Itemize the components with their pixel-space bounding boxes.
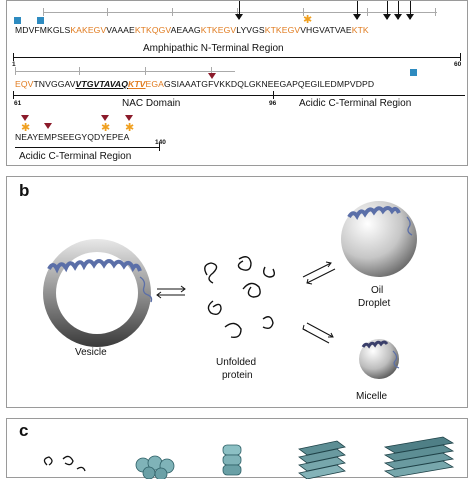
red-triangle-marker <box>21 115 29 121</box>
down-arrow <box>235 1 244 20</box>
residue-number-61: 61 <box>14 100 22 107</box>
residue-number-140: 140 <box>155 139 166 146</box>
seq-segment-nac-core: VTGVTAVAQ <box>75 79 129 89</box>
droplet-label: Droplet <box>358 298 390 309</box>
oil-label: Oil <box>371 285 383 296</box>
star-marker: ✱ <box>125 122 135 134</box>
ruler-tick <box>303 8 304 16</box>
seq-segment-repeat: KTV <box>128 79 146 89</box>
panel-a-sequence: ✱ MDVFMKGLSKAKEGVVAAAEKTKQGVAEAAGKTKEGVL… <box>6 0 468 166</box>
star-marker: ✱ <box>21 122 31 134</box>
residue-number-60: 60 <box>454 61 462 68</box>
region-bar-n-terminal <box>13 57 461 58</box>
star-marker: ✱ <box>303 14 313 26</box>
ruler-tick <box>107 8 108 16</box>
down-arrow <box>394 1 403 20</box>
panel-b-diagram: Vesicle Unfolded protein <box>43 201 417 402</box>
fibril-sheet-stack <box>298 440 346 479</box>
ruler-tick <box>43 8 44 16</box>
ruler-row1 <box>43 12 437 13</box>
ruler-row2 <box>15 71 235 72</box>
mature-fibril-stack <box>383 436 455 478</box>
red-triangle-marker <box>208 73 216 79</box>
seq-segment: TNVGGAV <box>33 79 76 89</box>
sequence-row3: NEAYEMPSEEGYQDYEPEA <box>15 132 130 142</box>
unfolded-protein-label-2: protein <box>222 370 253 381</box>
seq-segment: MDVFMKGLS <box>15 25 71 35</box>
residue-number-1: 1 <box>12 61 16 68</box>
panel-c-diagram <box>43 436 455 479</box>
helix-on-vesicle <box>47 259 142 274</box>
ruler-tick <box>237 8 238 16</box>
seq-segment-repeat: KTK <box>351 25 369 35</box>
star-marker: ✱ <box>101 122 111 134</box>
seq-segment-repeat: EQV <box>15 79 34 89</box>
acidic-c-terminal-label-row3: Acidic C-Terminal Region <box>19 151 132 162</box>
ruler-tick <box>211 67 212 75</box>
panel-c-aggregation: c <box>6 418 468 479</box>
seq-segment-repeat: KTKEGV <box>200 25 237 35</box>
panel-label-c: c <box>19 421 29 440</box>
monomer-squiggles <box>43 455 86 472</box>
micelle-label: Micelle <box>356 391 388 402</box>
seq-segment: GSIAAATGFVKKDQLGKNEEGAPQEGILEDMPVDPD <box>163 79 375 89</box>
sequence-row2: EQVTNVGGAVVTGVTAVAQKTVEGAGSIAAATGFVKKDQL… <box>15 79 374 89</box>
equilibrium-arrow-left <box>156 285 186 299</box>
phospho-square-marker <box>410 69 417 76</box>
down-arrow <box>406 1 415 20</box>
seq-segment: VAAAE <box>106 25 135 35</box>
helix-on-droplet <box>347 206 401 220</box>
residue-number-96: 96 <box>269 100 277 107</box>
seq-segment-repeat: KTKQGV <box>134 25 171 35</box>
unfolded-protein-squiggles <box>204 256 276 339</box>
down-arrow <box>383 1 392 20</box>
red-triangle-marker <box>125 115 133 121</box>
phospho-square-marker <box>37 17 44 24</box>
ruler-tick <box>79 67 80 75</box>
acidic-c-terminal-label-row2: Acidic C-Terminal Region <box>299 98 412 109</box>
seq-segment: LYVGS <box>236 25 265 35</box>
oligomer-cluster <box>135 455 175 479</box>
phospho-square-marker <box>14 17 21 24</box>
region-bar-end <box>460 53 461 61</box>
down-arrow <box>353 1 362 20</box>
seq-segment: VHGVATVAE <box>300 25 352 35</box>
region-bar-end <box>159 143 160 151</box>
seq-segment-repeat: KAKEGV <box>70 25 107 35</box>
region-bar-divider <box>273 91 274 99</box>
unfolded-protein-label-1: Unfolded <box>216 357 256 368</box>
ruler-tick <box>172 8 173 16</box>
ruler-tick <box>435 8 436 16</box>
region-bar-acidic <box>15 147 160 148</box>
n-terminal-region-label: Amphipathic N-Terminal Region <box>143 43 284 54</box>
red-triangle-marker <box>44 123 52 129</box>
vesicle-label: Vesicle <box>75 347 107 358</box>
sequence-row1: MDVFMKGLSKAKEGVVAAAEKTKQGVAEAAGKTKEGVLYV… <box>15 25 369 35</box>
panel-label-b: b <box>19 181 30 200</box>
ruler-tick <box>15 67 16 75</box>
region-bar-end <box>13 91 14 99</box>
equilibrium-arrow-micelle <box>302 322 334 344</box>
region-bar-nac <box>13 95 465 96</box>
red-triangle-marker <box>101 115 109 121</box>
panel-b-membrane-binding: b Vesicle <box>6 176 468 408</box>
vesicle-shape <box>43 239 153 347</box>
seq-segment-repeat: EGA <box>145 79 164 89</box>
protofibril-stack <box>222 444 242 476</box>
nac-domain-label: NAC Domain <box>122 98 181 109</box>
region-bar-end <box>13 53 14 61</box>
seq-segment: AEAAG <box>170 25 201 35</box>
ruler-tick <box>367 8 368 16</box>
oil-droplet-shape <box>341 201 417 277</box>
seq-segment-repeat: KTKEGV <box>264 25 301 35</box>
ruler-tick <box>145 67 146 75</box>
helix-on-micelle <box>361 340 389 349</box>
micelle-shape <box>359 339 400 379</box>
equilibrium-arrow-oil <box>302 261 336 285</box>
